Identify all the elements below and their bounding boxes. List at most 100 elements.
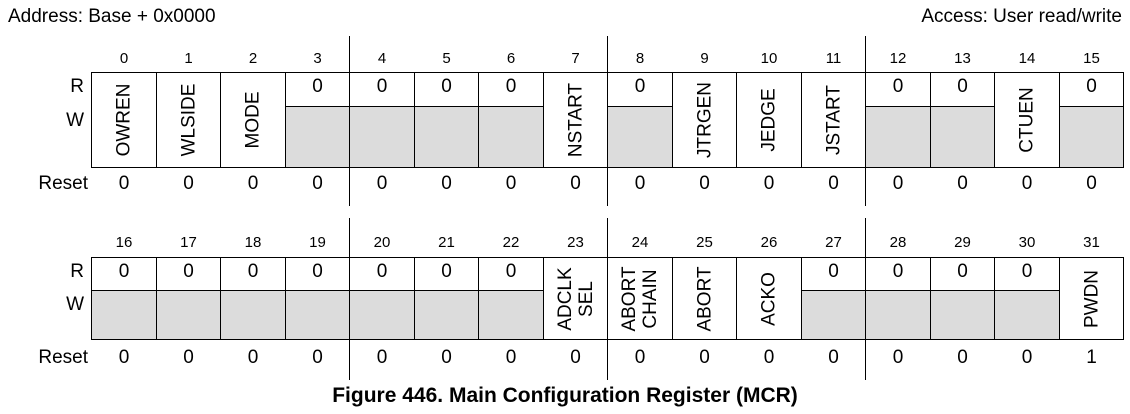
bit-number: 31 bbox=[1083, 234, 1100, 251]
reserved-field: 0 bbox=[865, 72, 931, 168]
read-value: 0 bbox=[118, 261, 130, 282]
reset-value: 0 bbox=[699, 173, 710, 194]
bit-number: 24 bbox=[631, 234, 649, 251]
write-reserved-shade bbox=[92, 290, 156, 339]
reserved-field: 0 bbox=[478, 257, 544, 340]
bit-number: 29 bbox=[954, 234, 971, 251]
field-name-line: OWREN bbox=[113, 83, 135, 157]
bit-number: 3 bbox=[313, 50, 322, 67]
reset-value: 0 bbox=[634, 347, 646, 368]
field-name-line: NSTART bbox=[565, 82, 586, 158]
reset-value: 0 bbox=[505, 347, 517, 368]
reset-value: 0 bbox=[957, 173, 968, 194]
read-value: 0 bbox=[505, 261, 517, 282]
read-value: 0 bbox=[1086, 76, 1097, 97]
reset-value: 0 bbox=[1021, 173, 1033, 194]
register-field: WLSIDE bbox=[156, 72, 221, 168]
row-label-w: W bbox=[66, 294, 84, 315]
bit-number: 26 bbox=[760, 234, 778, 251]
read-value: 0 bbox=[634, 76, 646, 97]
reset-value: 0 bbox=[570, 347, 581, 368]
read-value: 0 bbox=[183, 261, 194, 282]
read-value: 0 bbox=[892, 261, 904, 282]
bit-number: 5 bbox=[442, 50, 451, 67]
register-field: JSTART bbox=[801, 72, 866, 168]
register-field: JTRGEN bbox=[672, 72, 737, 168]
reserved-field: 0 bbox=[156, 257, 221, 340]
row-label-w: W bbox=[66, 110, 84, 131]
row-label-reset: Reset bbox=[38, 347, 88, 368]
field-name-line: JSTART bbox=[823, 84, 844, 156]
reset-value: 0 bbox=[1086, 173, 1097, 194]
field-name: JEDGE bbox=[759, 88, 780, 151]
field-name: NSTART bbox=[565, 83, 586, 157]
reserved-field: 0 bbox=[414, 72, 479, 168]
reserved-field: 0 bbox=[1059, 72, 1124, 168]
write-reserved-shade bbox=[1060, 106, 1123, 167]
register-field: ACKO bbox=[736, 257, 802, 340]
reset-value: 0 bbox=[1021, 347, 1033, 368]
reset-value: 0 bbox=[312, 347, 323, 368]
bit-number: 30 bbox=[1018, 234, 1036, 251]
reset-value: 0 bbox=[828, 173, 839, 194]
bit-number: 16 bbox=[115, 234, 133, 251]
write-reserved-shade bbox=[608, 106, 672, 167]
write-reserved-shade bbox=[802, 290, 865, 339]
write-reserved-shade bbox=[350, 106, 414, 167]
reset-value: 0 bbox=[376, 173, 388, 194]
reserved-field: 0 bbox=[801, 257, 866, 340]
reserved-field: 0 bbox=[349, 72, 415, 168]
bit-number: 4 bbox=[377, 50, 387, 67]
bit-number: 11 bbox=[825, 50, 842, 67]
write-reserved-shade bbox=[866, 106, 930, 167]
bit-number: 7 bbox=[571, 50, 580, 67]
bit-number: 8 bbox=[635, 50, 645, 67]
bit-number: 27 bbox=[825, 234, 842, 251]
field-name-line: ADCLK bbox=[554, 266, 576, 331]
reserved-field: 0 bbox=[865, 257, 931, 340]
write-reserved-shade bbox=[995, 290, 1059, 339]
bit-number: 28 bbox=[889, 234, 907, 251]
write-reserved-shade bbox=[866, 290, 930, 339]
bit-number: 9 bbox=[700, 50, 709, 67]
bit-number: 14 bbox=[1018, 50, 1036, 67]
field-name: PWDN bbox=[1081, 269, 1102, 327]
reset-value: 0 bbox=[505, 173, 517, 194]
bit-number: 18 bbox=[244, 234, 262, 251]
register-field: JEDGE bbox=[736, 72, 802, 168]
read-value: 0 bbox=[957, 261, 968, 282]
reserved-field: 0 bbox=[91, 257, 157, 340]
bit-number: 21 bbox=[438, 234, 455, 251]
reset-value: 0 bbox=[118, 173, 130, 194]
row-label-reset: Reset bbox=[38, 173, 88, 194]
bit-number: 19 bbox=[309, 234, 326, 251]
access-label: Access: User read/write bbox=[921, 6, 1122, 27]
read-value: 0 bbox=[505, 76, 517, 97]
bit-number: 13 bbox=[954, 50, 971, 67]
write-reserved-shade bbox=[479, 290, 543, 339]
field-name-line: ACKO bbox=[758, 271, 780, 326]
reserved-field: 0 bbox=[349, 257, 415, 340]
register-field: MODE bbox=[220, 72, 286, 168]
write-reserved-shade bbox=[415, 106, 478, 167]
field-name-line: SEL bbox=[575, 280, 597, 317]
reset-value: 0 bbox=[634, 173, 646, 194]
read-value: 0 bbox=[376, 261, 388, 282]
reset-value: 0 bbox=[312, 173, 323, 194]
register-field: NSTART bbox=[543, 72, 608, 168]
field-name-line: JTRGEN bbox=[694, 82, 715, 158]
read-value: 0 bbox=[376, 76, 388, 97]
read-value: 0 bbox=[441, 261, 452, 282]
reset-value: 0 bbox=[376, 347, 388, 368]
figure-caption: Figure 446. Main Configuration Register … bbox=[332, 384, 798, 407]
reset-value: 1 bbox=[1086, 347, 1097, 368]
bit-number: 17 bbox=[180, 234, 197, 251]
reserved-field: 0 bbox=[220, 257, 286, 340]
read-value: 0 bbox=[1021, 261, 1033, 282]
reserved-field: 0 bbox=[994, 257, 1060, 340]
address-label: Address: Base + 0x0000 bbox=[8, 6, 216, 27]
reset-value: 0 bbox=[570, 173, 581, 194]
field-name-line: ABORT bbox=[619, 265, 640, 332]
